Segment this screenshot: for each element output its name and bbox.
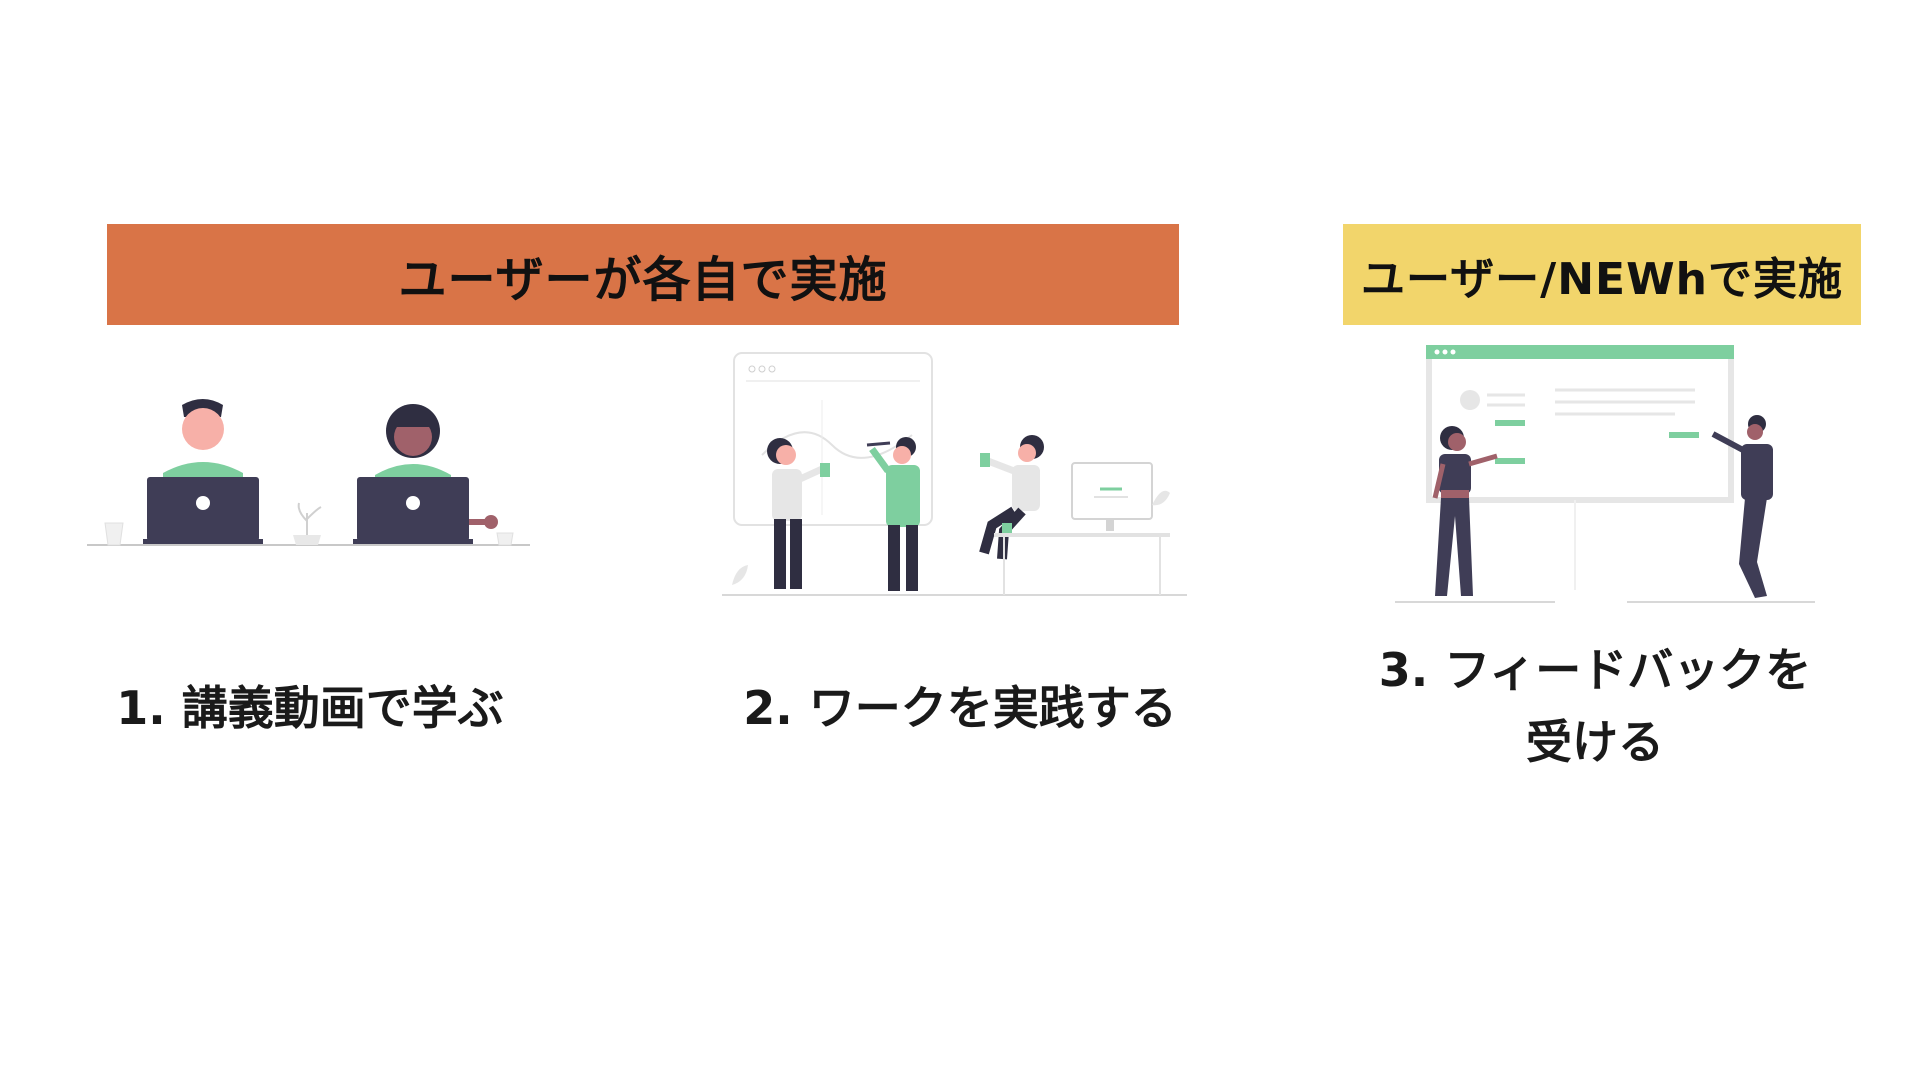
feedback-svg xyxy=(1395,345,1815,603)
laptop-base xyxy=(353,539,473,544)
sticky-note xyxy=(820,463,830,477)
person-head xyxy=(1018,444,1036,462)
self-paced-banner: ユーザーが各自で実施 xyxy=(107,224,1179,325)
person-hand xyxy=(469,519,487,525)
cup xyxy=(496,532,514,546)
leaf xyxy=(1152,490,1170,506)
feedback-presentation-illustration xyxy=(1395,340,1815,610)
shared-banner: ユーザー/NEWhで実施 xyxy=(1343,224,1861,325)
laptop-logo xyxy=(406,496,420,510)
laptop-logo xyxy=(196,496,210,510)
sticky-note xyxy=(980,453,990,467)
desk xyxy=(994,533,1170,537)
people-with-laptops-illustration xyxy=(85,395,535,555)
team-svg xyxy=(722,352,1187,596)
person-head xyxy=(893,446,911,464)
plant-pot xyxy=(293,535,321,545)
person-head xyxy=(1448,433,1466,451)
step-1-label: 1. 講義動画で学ぶ xyxy=(85,672,535,744)
step-1-text: 1. 講義動画で学ぶ xyxy=(116,681,504,735)
leaf xyxy=(732,565,748,585)
monitor xyxy=(1071,462,1153,520)
person-shirt xyxy=(886,465,920,527)
marker xyxy=(866,441,891,447)
team-working-on-board-illustration xyxy=(722,345,1187,605)
cup xyxy=(104,522,124,546)
whiteboard xyxy=(733,352,933,526)
step-2-label: 2. ワークを実践する xyxy=(700,672,1220,744)
laptops-svg xyxy=(87,399,530,546)
shared-banner-label: ユーザー/NEWhで実施 xyxy=(1361,253,1843,305)
screen-titlebar xyxy=(1426,345,1734,359)
presentation-screen xyxy=(1426,345,1734,503)
person-head xyxy=(182,408,224,450)
self-paced-banner-label: ユーザーが各自で実施 xyxy=(398,251,888,308)
step-2-text: 2. ワークを実践する xyxy=(743,681,1177,735)
person-head xyxy=(394,418,432,456)
board-line xyxy=(761,431,913,459)
laptop-base xyxy=(143,539,263,544)
person-head xyxy=(776,445,796,465)
person-shirt xyxy=(1012,465,1040,511)
person-shirt xyxy=(772,469,802,521)
person-shirt xyxy=(1439,454,1471,494)
step-3-label: 3. フィードバックを 受ける xyxy=(1360,634,1830,778)
step-3-text-line1: 3. フィードバックを xyxy=(1378,643,1812,697)
person-shirt xyxy=(1741,444,1773,500)
step-3-text-line2: 受ける xyxy=(1526,715,1664,769)
person-head xyxy=(1747,424,1763,440)
sticky-note xyxy=(1002,523,1012,537)
